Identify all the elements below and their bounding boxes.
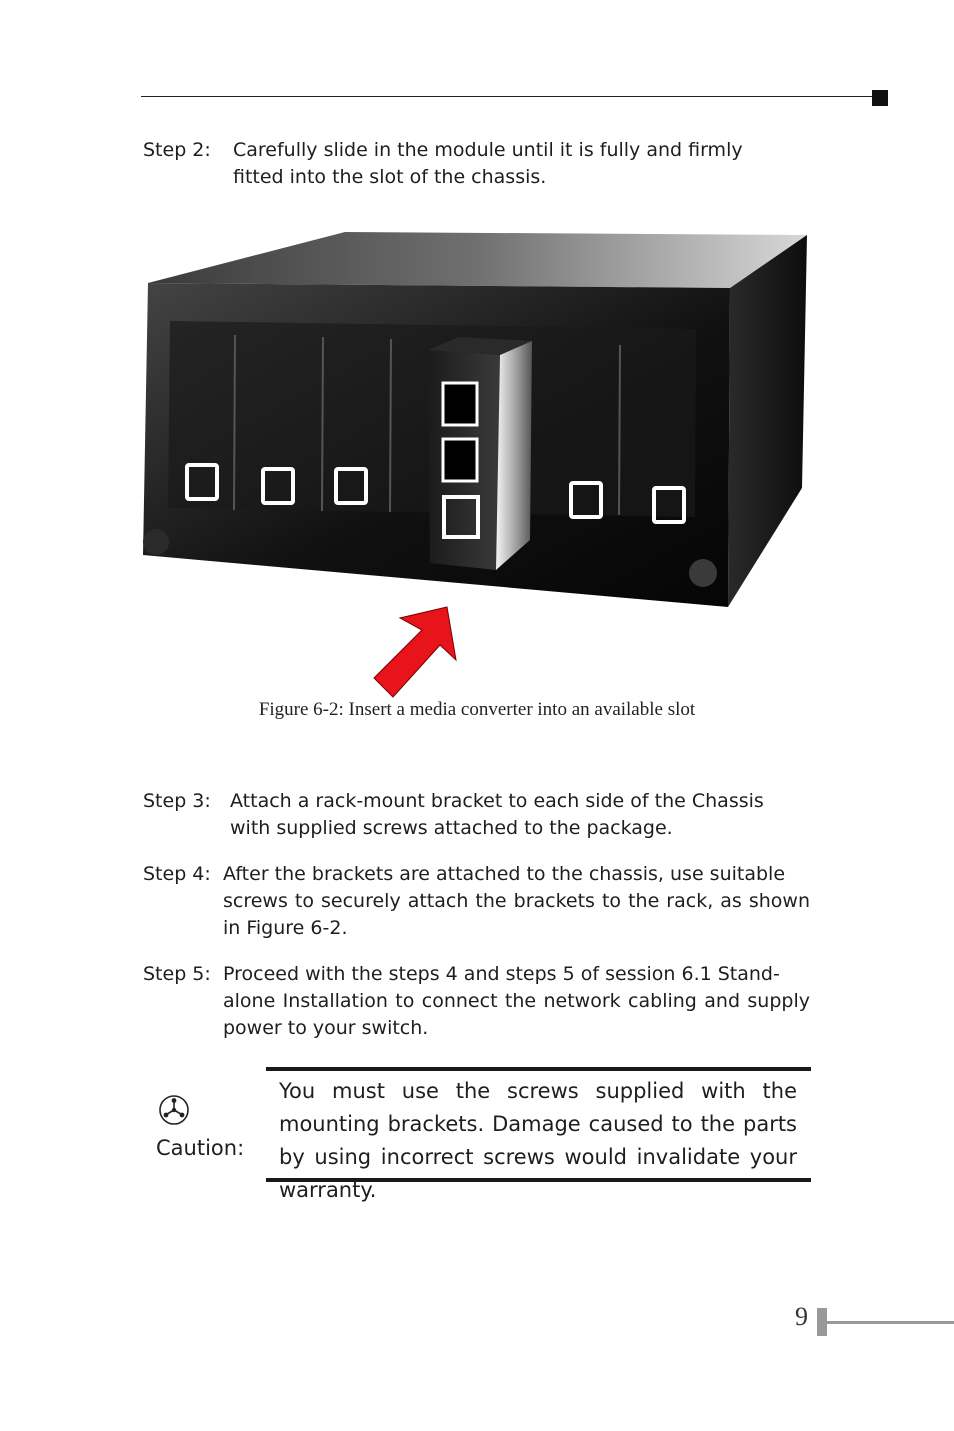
caution-bottom-rule [266, 1178, 811, 1182]
caution-text: You must use the screws supplied with th… [279, 1079, 797, 1202]
step-2: Step 2: Carefully slide in the module un… [143, 137, 810, 191]
step-3: Step 3: Attach a rack-mount bracket to e… [143, 788, 810, 842]
step-label: Step 5: [143, 963, 211, 985]
step-text: Attach a rack-mount bracket to each side… [230, 790, 764, 812]
step-text: Proceed with the steps 4 and steps 5 of … [223, 963, 780, 985]
step-label: Step 4: [143, 863, 211, 885]
caution-top-rule [266, 1067, 811, 1071]
step-text-continued: alone Installation to connect the networ… [223, 990, 810, 1039]
media-converter-module [428, 337, 532, 570]
step-text-continued: screws to securely attach the brackets t… [223, 890, 810, 939]
red-arrow [373, 606, 457, 698]
step-text: Carefully slide in the module until it i… [233, 139, 743, 161]
header-rule [141, 96, 873, 97]
footer-rule [827, 1321, 954, 1324]
step-label: Step 2: [143, 139, 211, 161]
rj45-ports [185, 463, 686, 524]
step-label: Step 3: [143, 790, 211, 812]
figure-caption: Figure 6-2: Insert a media converter int… [258, 699, 696, 720]
step-5: Step 5: Proceed with the steps 4 and ste… [143, 961, 810, 1042]
page-number: 9 [795, 1302, 808, 1331]
footer-tab [817, 1308, 827, 1336]
chassis-figure [143, 232, 807, 698]
caution-label: Caution: [156, 1136, 245, 1160]
caution-icon [159, 1095, 189, 1125]
step-text: After the brackets are attached to the c… [223, 863, 786, 885]
step-text-continued: with supplied screws attached to the pac… [230, 817, 673, 839]
header-square-marker [872, 90, 888, 106]
step-text-continued: fitted into the slot of the chassis. [233, 166, 547, 188]
step-4: Step 4: After the brackets are attached … [143, 861, 810, 942]
